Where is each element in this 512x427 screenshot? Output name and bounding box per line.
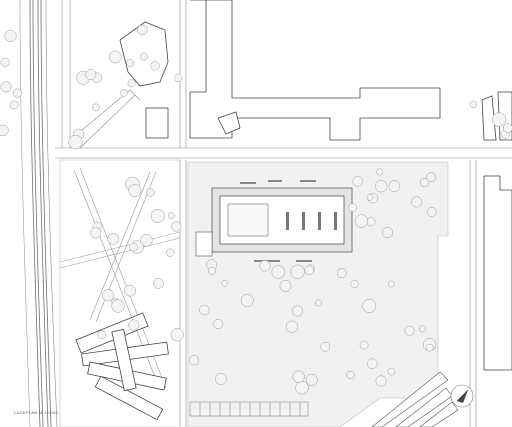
- railway-tracks: [19, 0, 58, 427]
- tree: [68, 134, 83, 150]
- tree: [140, 234, 153, 247]
- tree: [199, 304, 210, 316]
- tree: [213, 319, 224, 330]
- tree: [491, 112, 507, 127]
- tree: [320, 341, 331, 352]
- tree: [388, 180, 401, 192]
- tree: [352, 176, 363, 187]
- tree: [240, 294, 254, 307]
- tree: [120, 89, 128, 97]
- tree: [279, 280, 292, 292]
- tree: [404, 325, 415, 336]
- tree: [366, 193, 374, 201]
- tree: [90, 227, 102, 239]
- tree: [9, 100, 19, 110]
- tree: [418, 325, 426, 333]
- tree: [387, 280, 395, 288]
- tree: [304, 265, 314, 275]
- tree: [425, 343, 434, 352]
- tree: [387, 367, 396, 376]
- tree: [0, 81, 12, 93]
- tree: [102, 289, 115, 302]
- tree: [292, 370, 305, 383]
- tree: [292, 305, 303, 317]
- trees: [0, 24, 512, 395]
- tree: [350, 279, 359, 288]
- tree: [305, 373, 318, 386]
- tree: [108, 50, 122, 64]
- tree: [128, 242, 138, 252]
- tree: [207, 266, 216, 275]
- buildings-southeast: [371, 371, 459, 427]
- buildings-east: [483, 175, 512, 371]
- tree: [348, 203, 357, 212]
- tree: [336, 268, 347, 279]
- tree: [354, 214, 369, 228]
- tree: [271, 265, 286, 279]
- tree: [188, 355, 200, 366]
- buildings-north: [119, 0, 512, 141]
- tree: [290, 264, 305, 279]
- tree: [166, 248, 175, 257]
- tree: [111, 299, 125, 313]
- tree: [366, 358, 378, 369]
- tree: [150, 61, 160, 71]
- tree: [0, 124, 9, 137]
- north-arrow-icon: [450, 384, 474, 408]
- main-building: [195, 180, 353, 262]
- parking-south: [189, 401, 309, 417]
- tree: [12, 88, 22, 98]
- tree: [411, 196, 423, 208]
- tree: [153, 277, 164, 289]
- tree: [174, 73, 183, 83]
- tree: [171, 221, 182, 232]
- tree: [502, 123, 512, 133]
- tree: [85, 69, 97, 80]
- tree: [381, 227, 394, 239]
- tree: [375, 375, 387, 387]
- tree: [107, 232, 120, 245]
- tree: [146, 188, 155, 197]
- tree: [359, 340, 369, 350]
- tree: [137, 24, 148, 36]
- tree: [92, 103, 100, 112]
- tree: [221, 280, 229, 287]
- tree: [150, 208, 165, 224]
- tree: [295, 380, 309, 395]
- tree: [124, 284, 136, 297]
- tree: [374, 180, 388, 193]
- tree: [139, 52, 148, 61]
- tree: [97, 330, 107, 339]
- tree: [362, 298, 377, 313]
- tree: [127, 79, 136, 88]
- tree: [126, 59, 135, 67]
- tree: [128, 184, 142, 197]
- tree: [128, 319, 140, 331]
- scale-label: LAGEPLAN M 1:1000: [14, 410, 59, 415]
- tree: [315, 299, 322, 307]
- tree: [285, 320, 298, 333]
- tree: [259, 260, 271, 272]
- tree: [0, 57, 10, 67]
- tree: [469, 100, 478, 109]
- tree: [420, 177, 430, 188]
- tree: [376, 168, 384, 176]
- building-cluster-southwest: [75, 312, 169, 421]
- tree: [426, 172, 436, 183]
- tree: [215, 373, 227, 385]
- tree: [426, 207, 437, 217]
- tree: [346, 370, 355, 380]
- tree: [167, 212, 175, 219]
- tree: [4, 29, 17, 42]
- tree: [170, 328, 184, 342]
